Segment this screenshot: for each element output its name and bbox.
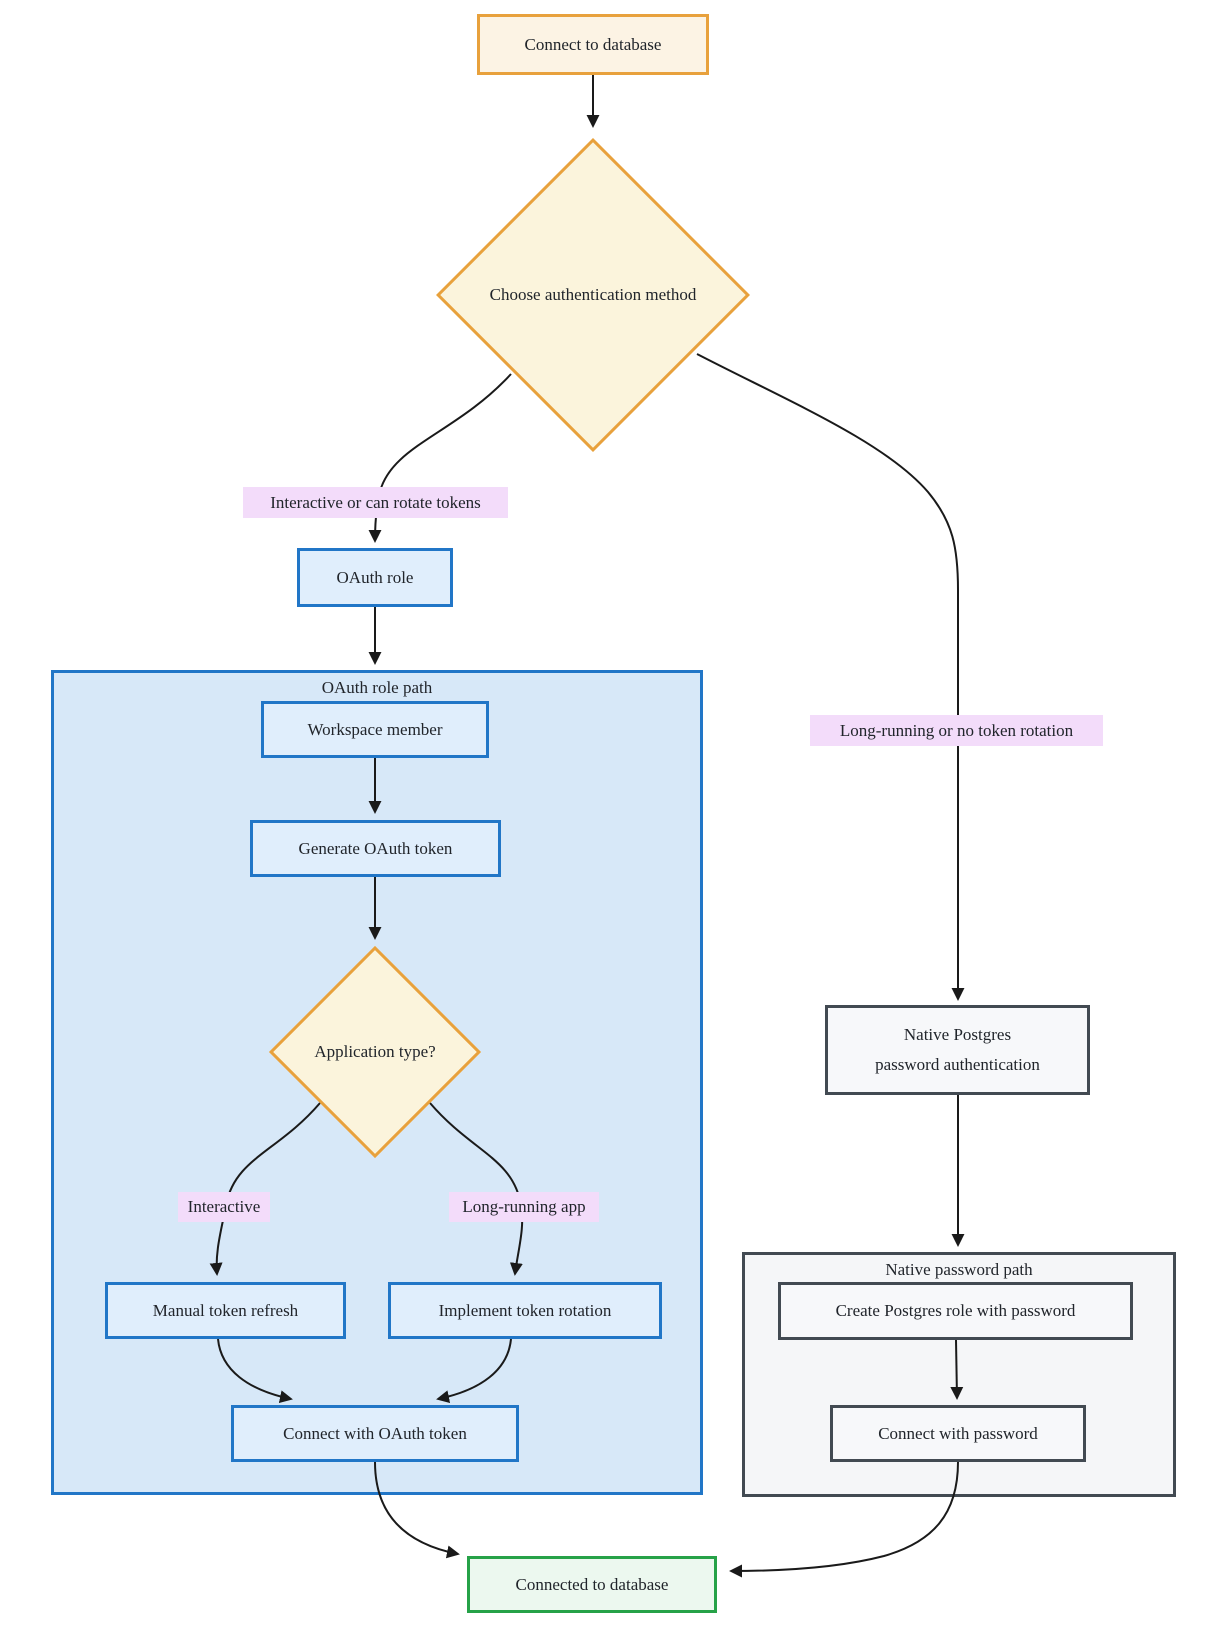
edge-label-long-running-app: Long-running app <box>449 1192 599 1222</box>
node-native-postgres-auth-line2: password authentication <box>875 1055 1040 1074</box>
subgraph-native-password-path-title: Native password path <box>885 1260 1033 1279</box>
node-generate-oauth-token-label: Generate OAuth token <box>298 838 453 858</box>
node-connect-with-password-label: Connect with password <box>878 1423 1038 1443</box>
node-workspace-member-label: Workspace member <box>307 719 443 739</box>
node-connect-to-database: Connect to database <box>477 14 709 75</box>
decision-application-type: Application type? <box>268 945 482 1159</box>
node-implement-token-rotation: Implement token rotation <box>388 1282 662 1339</box>
node-native-postgres-auth: Native Postgres password authentication <box>825 1005 1090 1095</box>
node-manual-token-refresh-label: Manual token refresh <box>152 1300 299 1320</box>
edge-apptype-to-manual-refresh <box>209 1102 321 1276</box>
node-native-postgres-auth-line1: Native Postgres <box>903 1025 1012 1044</box>
edge-label-interactive-or-rotate-tokens: Interactive or can rotate tokens <box>243 487 508 518</box>
node-workspace-member: Workspace member <box>261 701 489 758</box>
node-create-postgres-role: Create Postgres role with password <box>778 1282 1133 1340</box>
decision-application-type-label: Application type? <box>314 1042 436 1061</box>
edge-manual-refresh-to-connect-oauth <box>217 1338 293 1404</box>
edge-apptype-to-token-rotation <box>429 1102 524 1276</box>
node-oauth-role-label: OAuth role <box>336 567 414 587</box>
node-connect-with-oauth-token-label: Connect with OAuth token <box>283 1423 467 1443</box>
subgraph-oauth-role-path-title: OAuth role path <box>321 678 433 697</box>
edge-create-role-to-connect-password <box>950 1339 964 1400</box>
node-connect-to-database-label: Connect to database <box>524 34 662 54</box>
edge-token-rotation-to-connect-oauth <box>436 1338 512 1404</box>
node-connected-to-database-label: Connected to database <box>515 1574 669 1594</box>
node-create-postgres-role-label: Create Postgres role with password <box>835 1301 1076 1321</box>
edge-decision-to-oauth-role <box>368 373 512 543</box>
edge-decision-to-native-auth <box>696 353 965 1001</box>
decision-choose-auth-method: Choose authentication method <box>436 138 750 452</box>
edge-connect-password-to-connected <box>729 1461 959 1578</box>
node-connect-with-oauth-token: Connect with OAuth token <box>231 1405 519 1462</box>
edge-label-long-running-or-no-rotation: Long-running or no token rotation <box>810 715 1103 746</box>
node-connect-with-password: Connect with password <box>830 1405 1086 1462</box>
node-oauth-role: OAuth role <box>297 548 453 607</box>
edge-label-interactive: Interactive <box>178 1192 270 1222</box>
edge-connect-oauth-to-connected <box>374 1461 460 1559</box>
node-manual-token-refresh: Manual token refresh <box>105 1282 346 1339</box>
node-implement-token-rotation-label: Implement token rotation <box>438 1300 612 1320</box>
node-generate-oauth-token: Generate OAuth token <box>250 820 501 877</box>
decision-choose-auth-method-label: Choose authentication method <box>489 285 697 304</box>
node-connected-to-database: Connected to database <box>467 1556 717 1613</box>
